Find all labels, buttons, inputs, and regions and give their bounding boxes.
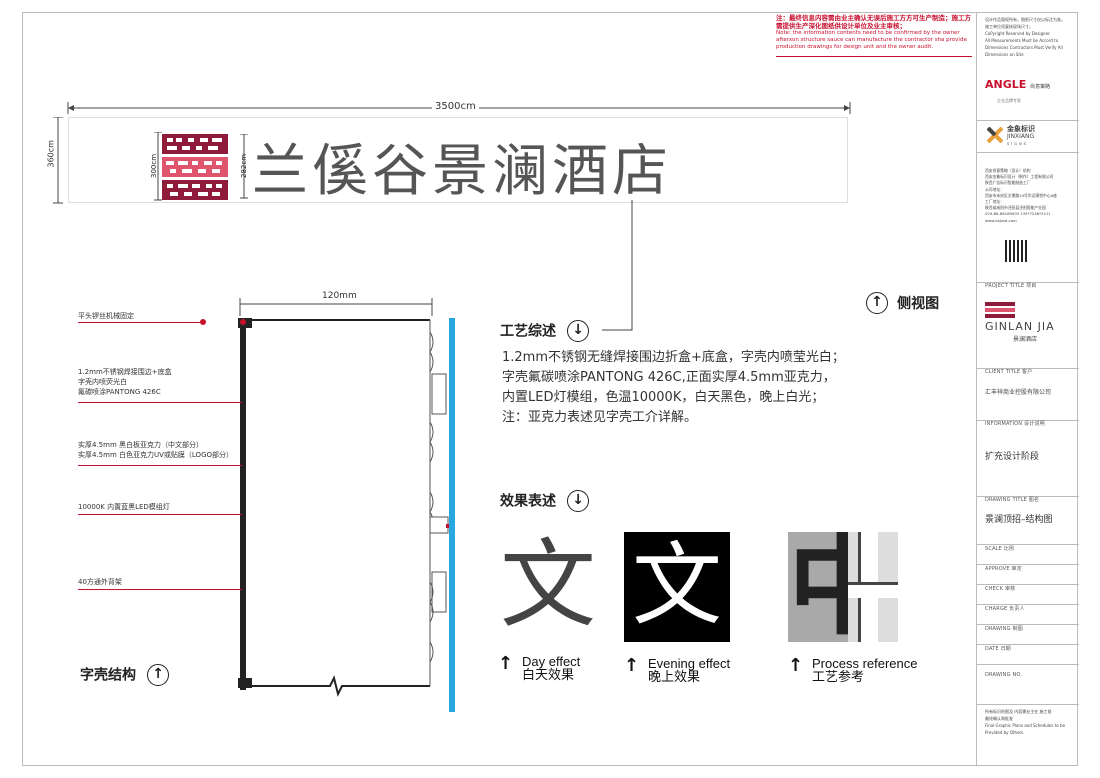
callout-screw: 平头锣丝机械固定 — [78, 312, 134, 320]
arrow-up-icon: ↑ — [624, 655, 640, 676]
side-section-drawing — [238, 318, 455, 712]
angle-brand-tag: 企业品牌专家 — [997, 98, 1021, 103]
callout-acrylic-line — [78, 465, 242, 466]
callout-acrylic: 实厚4.5mm 黑白板亚克力（中文部分） 实厚4.5mm 白色亚克力UV或贴膜（… — [78, 441, 234, 459]
callout-led-line — [78, 514, 242, 515]
logo-dimension-label: 300cm — [150, 153, 158, 179]
leader-line — [602, 200, 633, 331]
height-dimension — [53, 117, 63, 204]
drawing-frame — [22, 12, 1078, 766]
callout-dot — [200, 319, 206, 325]
jinxiang-sub: SIGNS — [1007, 142, 1028, 146]
title-block: 设计作品版权所有，图纸尺寸仅以标注为准。施工单位须复核现场尺寸。 CoPyrig… — [976, 12, 1079, 766]
client-value: 汇丰祥商业控股有限公司 — [985, 389, 1052, 396]
depth-dimension — [239, 298, 433, 316]
callout-frame: 40方通外背架 — [78, 578, 122, 586]
effect-title: 效果表述 ↓ — [500, 490, 590, 512]
depth-dimension-label: 120mm — [320, 291, 359, 301]
arrow-up-icon: ↑ — [788, 655, 804, 676]
width-dimension-label: 3500cm — [432, 101, 479, 112]
arrow-up-circle-icon: ↑ — [147, 664, 170, 686]
note-divider — [776, 56, 972, 57]
evening-effect-image: 文 — [624, 532, 730, 642]
footer-note: 所有标识的图及 内容需业主在 施工前最终确认和批准 Final Graphic … — [985, 709, 1066, 735]
arrow-down-circle-icon: ↓ — [567, 320, 590, 342]
height-dimension-label: 360cm — [46, 140, 56, 168]
arrow-down-circle-icon: ↓ — [567, 490, 590, 512]
arrow-up-circle-icon: ↑ — [866, 292, 888, 314]
logo-dimension — [154, 132, 162, 201]
evening-effect-caption: ↑ Evening effect 晚上效果 — [624, 655, 731, 685]
project-logo-icon — [985, 302, 1015, 320]
project-cn: 景澜酒店 — [1013, 336, 1038, 343]
project-name: GINLAN JIA — [985, 320, 1055, 333]
arrow-up-icon: ↑ — [498, 653, 514, 674]
sign-outline — [68, 117, 848, 203]
process-description: 1.2mm不锈钢无缝焊接围边折盒+底盒，字壳内喷莹光白； 字壳氟碳喷涂PANTO… — [502, 350, 845, 425]
text-dimension — [240, 134, 248, 199]
text-dimension-label: 282cm — [240, 153, 248, 179]
copyright-text: 设计作品版权所有，图纸尺寸仅以标注为准。施工单位须复核现场尺寸。 CoPyrig… — [985, 17, 1065, 57]
brand-logo — [162, 134, 228, 200]
jinxiang-en: JINXIANG — [1007, 133, 1035, 140]
side-view-title: ↑ 侧视图 — [866, 292, 939, 314]
callout-dot — [240, 319, 246, 325]
sign-lettering: 兰傒谷景澜酒店 — [252, 139, 672, 204]
note-en: Note: the information contents need to b… — [776, 30, 967, 50]
callout-shell-line — [78, 402, 242, 403]
day-effect-caption: ↑ Day effect 白天效果 — [498, 653, 581, 683]
info-value: 扩充设计阶段 — [985, 452, 1040, 462]
process-reference-image: 中 — [788, 532, 898, 642]
process-reference-caption: ↑ Process reference 工艺参考 — [788, 655, 918, 685]
company-info: 西安尚意策略（设计）机构西安金象标识设计（制作）工程有限公司 陕西广告标识智能制… — [985, 168, 1057, 223]
jinxiang-name: 金象标识 — [1007, 125, 1035, 133]
angle-brand-logo: ANGLE 尚意策略 — [985, 78, 1051, 91]
production-note: 注：最终信息内容需由业主确认无误后施工方方可生产制造；施工方需提供生产深化图纸供… — [776, 14, 972, 51]
jinxiang-x-icon — [986, 126, 1004, 144]
drawing-title-value: 景澜顶招–结构图 — [985, 515, 1053, 525]
note-cn: 注：最终信息内容需由业主确认无误后施工方方可生产制造；施工方需提供生产深化图纸供… — [776, 14, 971, 30]
callout-frame-line — [78, 589, 242, 590]
section-title: 字壳结构 ↑ — [80, 664, 170, 686]
callout-led: 10000K 内置蓝黑LED模组灯 — [78, 503, 170, 511]
day-effect-image: 文 — [500, 529, 596, 641]
jinxiang-brand-logo — [986, 126, 1004, 145]
qr-code-icon — [1005, 240, 1027, 262]
callout-screw-line — [78, 322, 204, 323]
process-title: 工艺综述 ↓ — [500, 320, 590, 342]
callout-shell: 1.2mm不锈钢焊接围边+底盒 字壳内喷荧光白 氟碳喷涂PANTONG 426C — [78, 368, 172, 396]
